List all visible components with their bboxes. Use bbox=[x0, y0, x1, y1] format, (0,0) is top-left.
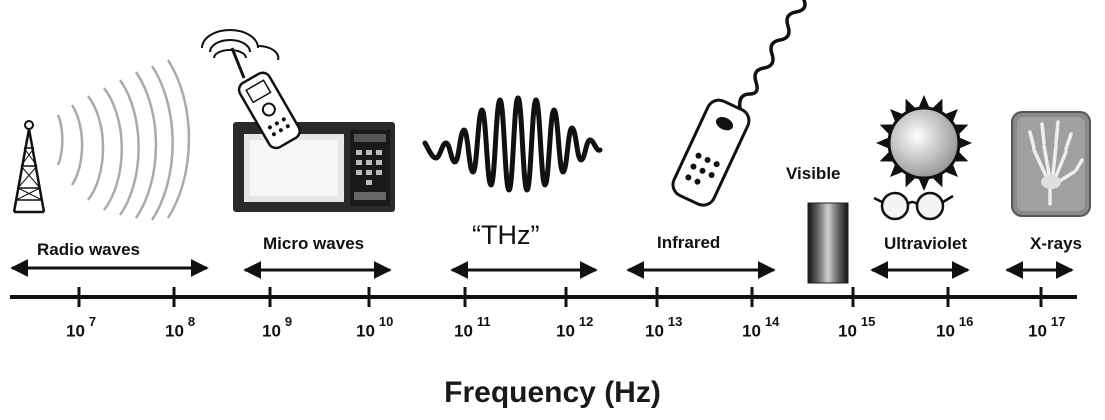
micro-waves-label: Micro waves bbox=[263, 234, 365, 253]
mobile-phone-icon bbox=[201, 29, 301, 150]
tick-label-1e8: 108 bbox=[165, 314, 196, 341]
axis-title: Frequency (Hz) bbox=[444, 376, 661, 409]
microwave-oven-icon bbox=[233, 122, 395, 212]
tick-label-1e16: 1016 bbox=[936, 314, 974, 341]
xrays-label: X-rays bbox=[1030, 234, 1082, 253]
thz-label: “THz” bbox=[472, 220, 540, 250]
sunglasses-icon bbox=[873, 191, 954, 221]
tick-label-1e17: 1017 bbox=[1028, 314, 1066, 341]
visible-label: Visible bbox=[786, 164, 841, 183]
radio-waves-label: Radio waves bbox=[37, 240, 140, 259]
xray-hand-icon bbox=[1011, 111, 1091, 217]
tick-label-1e13: 1013 bbox=[645, 314, 683, 341]
radio-wave-arcs-icon bbox=[56, 59, 191, 221]
remote-control-icon bbox=[671, 0, 807, 207]
tick-label-1e15: 1015 bbox=[838, 314, 876, 341]
tick-label-1e7: 107 bbox=[66, 314, 97, 341]
sun-icon bbox=[876, 95, 972, 191]
tick-label-1e12: 1012 bbox=[556, 314, 594, 341]
infrared-label: Infrared bbox=[657, 233, 721, 252]
band-range-arrows bbox=[10, 259, 1074, 279]
radio-tower-icon bbox=[12, 120, 46, 214]
tick-label-1e9: 109 bbox=[262, 314, 293, 341]
tick-label-1e10: 1010 bbox=[356, 314, 394, 341]
axis-tick-marks bbox=[77, 287, 1043, 307]
thz-wave-icon bbox=[422, 95, 603, 193]
visible-spectrum-icon bbox=[807, 202, 849, 284]
tick-label-1e11: 1011 bbox=[454, 314, 491, 341]
tick-label-1e14: 1014 bbox=[742, 314, 780, 341]
ultraviolet-label: Ultraviolet bbox=[884, 234, 968, 253]
